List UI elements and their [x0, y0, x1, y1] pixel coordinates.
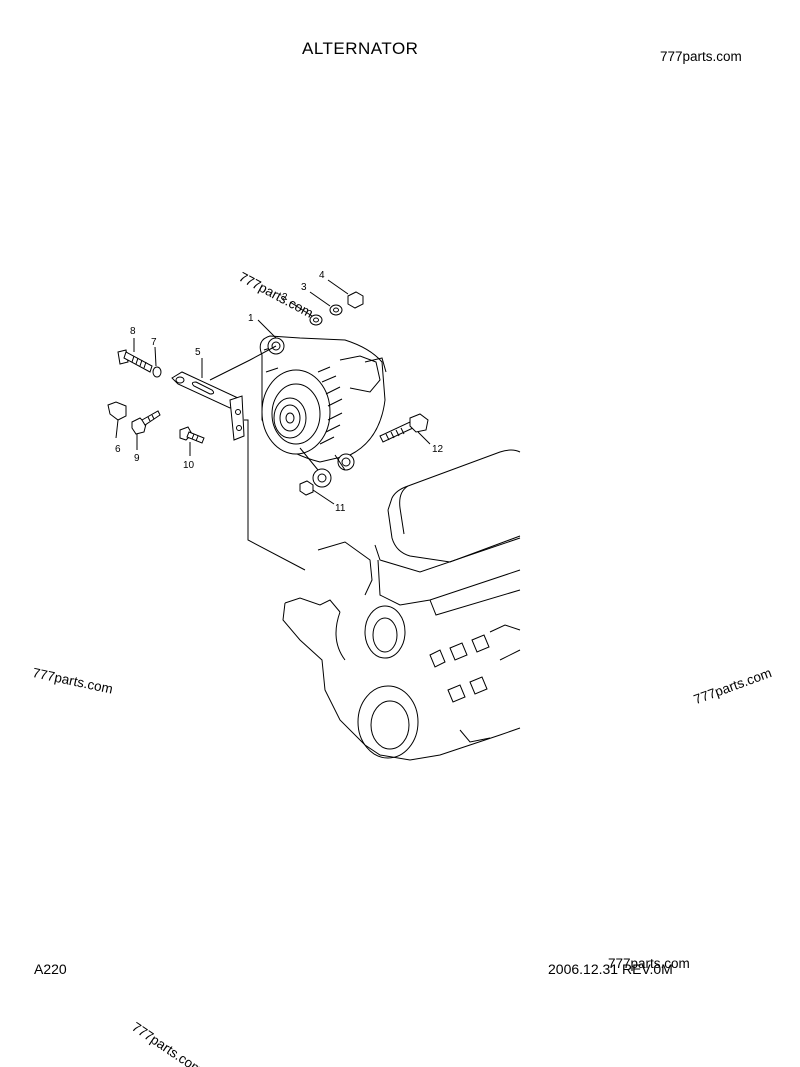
watermark-bottom-right: 777parts.com — [608, 956, 690, 971]
leader-lines — [115, 279, 431, 505]
washer-part-3 — [329, 304, 343, 316]
callout-1: 1 — [248, 313, 254, 324]
callout-2: 2 — [282, 292, 288, 303]
washer-part-2 — [309, 314, 323, 326]
revision-label: 2006.12.31 REV.0M — [548, 961, 673, 977]
watermark-top-right: 777parts.com — [660, 49, 742, 64]
callout-4: 4 — [319, 270, 325, 281]
callout-9: 9 — [134, 453, 140, 464]
engine-block-outline — [282, 449, 521, 761]
bracket-alternator-link-line — [209, 345, 277, 381]
alternator-body — [259, 335, 387, 488]
cap-part-6 — [107, 401, 127, 421]
bolt-part-8 — [117, 349, 153, 373]
bracket-part-5 — [171, 371, 245, 441]
callout-3: 3 — [301, 282, 307, 293]
nut-part-11 — [299, 480, 314, 496]
bolt-part-9 — [131, 410, 161, 435]
bolt-part-12 — [379, 413, 429, 443]
page-title: ALTERNATOR — [302, 39, 419, 58]
washer-part-7 — [152, 366, 162, 378]
bolt-part-10 — [179, 426, 205, 444]
callout-5: 5 — [195, 347, 201, 358]
nut-part-4 — [347, 291, 364, 309]
callout-11: 11 — [335, 503, 346, 514]
callout-10: 10 — [183, 460, 195, 471]
callout-7: 7 — [151, 337, 157, 348]
callout-12: 12 — [432, 444, 444, 455]
callout-8: 8 — [130, 326, 136, 337]
callout-6: 6 — [115, 444, 121, 455]
callout-numbers: 1 2 3 4 5 6 7 8 9 10 11 12 — [115, 270, 444, 514]
bracket-engine-link-line — [244, 419, 306, 571]
page-code: A220 — [34, 961, 67, 977]
